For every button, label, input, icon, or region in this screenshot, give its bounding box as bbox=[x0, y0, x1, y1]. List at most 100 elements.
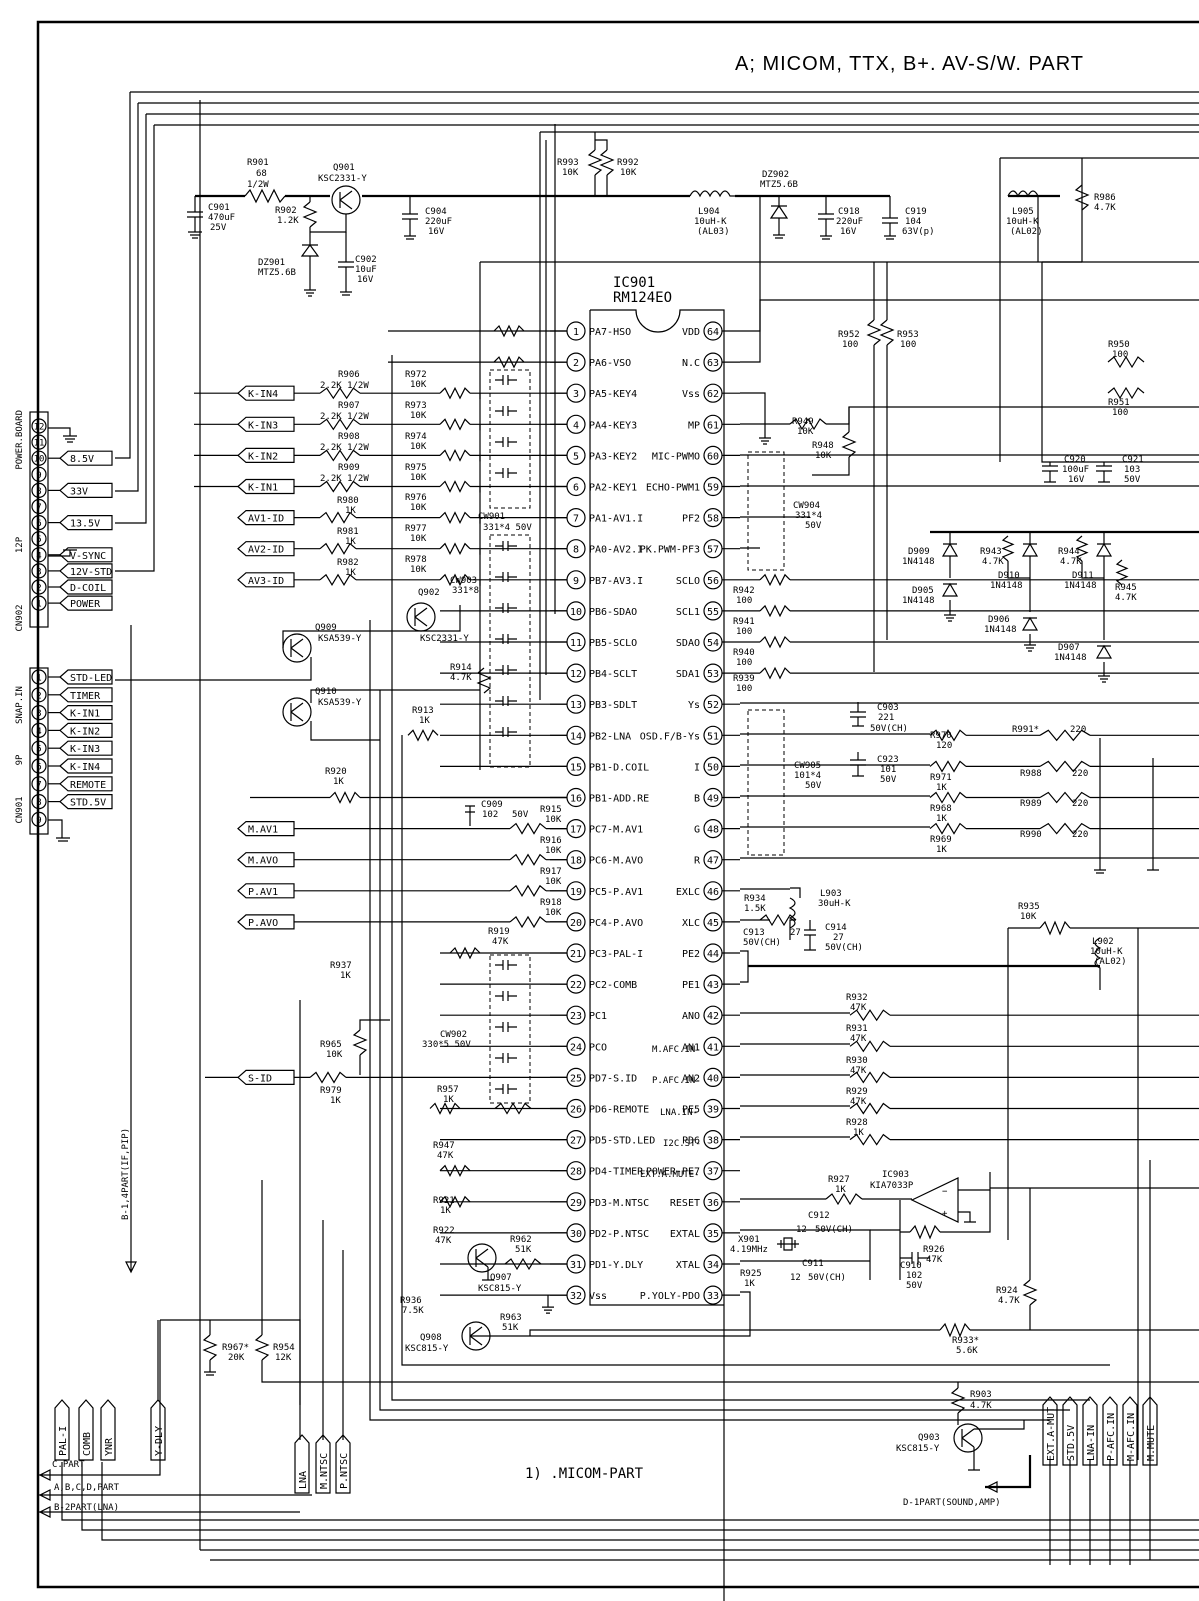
pin-number: 54 bbox=[707, 638, 719, 649]
svg-text:KSC815-Y: KSC815-Y bbox=[405, 1344, 449, 1354]
svg-text:R941: R941 bbox=[733, 617, 755, 627]
svg-text:R981: R981 bbox=[337, 527, 359, 537]
svg-text:10uH-K: 10uH-K bbox=[1090, 947, 1123, 957]
svg-text:CW903: CW903 bbox=[450, 576, 477, 586]
tag-s-id: S-ID bbox=[237, 1069, 295, 1085]
svg-text:C919: C919 bbox=[905, 207, 927, 217]
cn902-pin-7: 7 bbox=[31, 498, 47, 515]
svg-text:R950: R950 bbox=[1108, 340, 1130, 350]
svg-text:47K: 47K bbox=[850, 1034, 867, 1044]
svg-text:2.2K 1/2W: 2.2K 1/2W bbox=[320, 474, 369, 484]
svg-text:1K: 1K bbox=[936, 845, 947, 855]
tag-std-5v: STD.5V bbox=[1062, 1396, 1078, 1466]
svg-text:50V(CH): 50V(CH) bbox=[825, 943, 863, 953]
svg-text:10K: 10K bbox=[797, 427, 814, 437]
svg-text:−: − bbox=[942, 1187, 948, 1197]
pin-wires bbox=[157, 124, 1151, 1560]
svg-text:7: 7 bbox=[36, 503, 41, 513]
svg-text:LNA.IN-: LNA.IN- bbox=[660, 1108, 698, 1118]
svg-text:R931: R931 bbox=[846, 1024, 868, 1034]
svg-text:R917: R917 bbox=[540, 867, 562, 877]
svg-text:1K: 1K bbox=[330, 1096, 341, 1106]
svg-text:M.AFC.IN-: M.AFC.IN- bbox=[652, 1045, 701, 1055]
tag-m-afc-in-label: M-AFC.IN bbox=[1126, 1413, 1137, 1461]
svg-text:4.19MHz: 4.19MHz bbox=[730, 1245, 768, 1255]
cn901-pin-2: 2 TIMER bbox=[31, 687, 113, 703]
svg-text:EXT.A.MUTE-: EXT.A.MUTE- bbox=[640, 1170, 700, 1180]
svg-text:47K: 47K bbox=[850, 1003, 867, 1013]
svg-text:10K: 10K bbox=[545, 815, 562, 825]
svg-text:R903: R903 bbox=[970, 1390, 992, 1400]
svg-text:1: 1 bbox=[36, 600, 41, 610]
pin-number: 25 bbox=[570, 1073, 582, 1084]
svg-text:1K: 1K bbox=[340, 971, 351, 981]
svg-text:4.7K: 4.7K bbox=[1094, 203, 1116, 213]
svg-text:R953: R953 bbox=[897, 330, 919, 340]
cn901-net-3-label: K-IN1 bbox=[70, 709, 100, 720]
svg-text:CN902: CN902 bbox=[15, 604, 25, 631]
svg-text:CW904: CW904 bbox=[793, 501, 820, 511]
svg-text:R901: R901 bbox=[247, 158, 269, 168]
cn901-net-2: TIMER bbox=[59, 687, 113, 703]
svg-text:10K: 10K bbox=[815, 451, 832, 461]
cn901-net-5: K-IN3 bbox=[59, 740, 113, 756]
pin-name: Vss bbox=[589, 1291, 607, 1302]
svg-text:R993: R993 bbox=[557, 158, 579, 168]
pin-name: P.YOLY-PDO bbox=[640, 1291, 700, 1302]
pin-number: 20 bbox=[570, 918, 582, 929]
svg-text:1K: 1K bbox=[345, 568, 356, 578]
cn901-net-4-label: K-IN2 bbox=[70, 726, 100, 737]
svg-text:100: 100 bbox=[1112, 408, 1128, 418]
svg-text:10K: 10K bbox=[410, 473, 427, 483]
pin-number: 22 bbox=[570, 980, 582, 991]
svg-text:47K: 47K bbox=[437, 1151, 454, 1161]
pin-name: EXLC bbox=[676, 887, 700, 898]
svg-text:R988: R988 bbox=[1020, 769, 1042, 779]
svg-text:R971: R971 bbox=[930, 773, 952, 783]
pin-name: PA0-AV2.I bbox=[589, 545, 643, 556]
svg-text:C912: C912 bbox=[808, 1211, 830, 1221]
svg-text:102: 102 bbox=[906, 1271, 922, 1281]
tag-p-av1: P.AV1 bbox=[237, 883, 295, 899]
svg-text:R918: R918 bbox=[540, 898, 562, 908]
tag-k-in2-label: K-IN2 bbox=[248, 451, 278, 462]
svg-text:C903: C903 bbox=[877, 703, 899, 713]
pin-number: 52 bbox=[707, 700, 719, 711]
svg-text:C904: C904 bbox=[425, 207, 447, 217]
pin-number: 4 bbox=[573, 420, 579, 431]
svg-text:X901: X901 bbox=[738, 1235, 760, 1245]
svg-text:R906: R906 bbox=[338, 370, 360, 380]
cn902-net-10: 8.5V bbox=[59, 450, 113, 466]
pin-name: SDAO bbox=[676, 638, 700, 649]
pin-name: PB7-AV3.I bbox=[589, 576, 643, 587]
svg-text:R965: R965 bbox=[320, 1040, 342, 1050]
cn902-pin-5: 5 bbox=[31, 531, 47, 547]
bottom-left-transistors: Q907 KSC815-Y Q908 KSC815-Y bbox=[405, 1243, 522, 1354]
svg-text:10K: 10K bbox=[410, 503, 427, 513]
tag-m-av1-label: M.AV1 bbox=[248, 825, 278, 836]
tag-ext-a-mut: EXT.A-MUT bbox=[1042, 1396, 1058, 1466]
pin-number: 50 bbox=[707, 762, 719, 773]
svg-text:R990: R990 bbox=[1020, 830, 1042, 840]
cn901-net-5-label: K-IN3 bbox=[70, 744, 100, 755]
pin-name: Vss bbox=[682, 389, 700, 400]
pin-name: B bbox=[694, 794, 700, 805]
svg-text:220: 220 bbox=[1072, 769, 1088, 779]
pin-number: 24 bbox=[570, 1042, 582, 1053]
svg-text:101*4: 101*4 bbox=[794, 771, 821, 781]
svg-text:220uF: 220uF bbox=[425, 217, 452, 227]
svg-text:100: 100 bbox=[736, 658, 752, 668]
pin-number: 53 bbox=[707, 669, 719, 680]
svg-text:2: 2 bbox=[36, 691, 41, 701]
cn901-net-7-label: REMOTE bbox=[70, 780, 106, 791]
svg-text:220: 220 bbox=[1070, 725, 1086, 735]
svg-text:R926: R926 bbox=[923, 1245, 945, 1255]
